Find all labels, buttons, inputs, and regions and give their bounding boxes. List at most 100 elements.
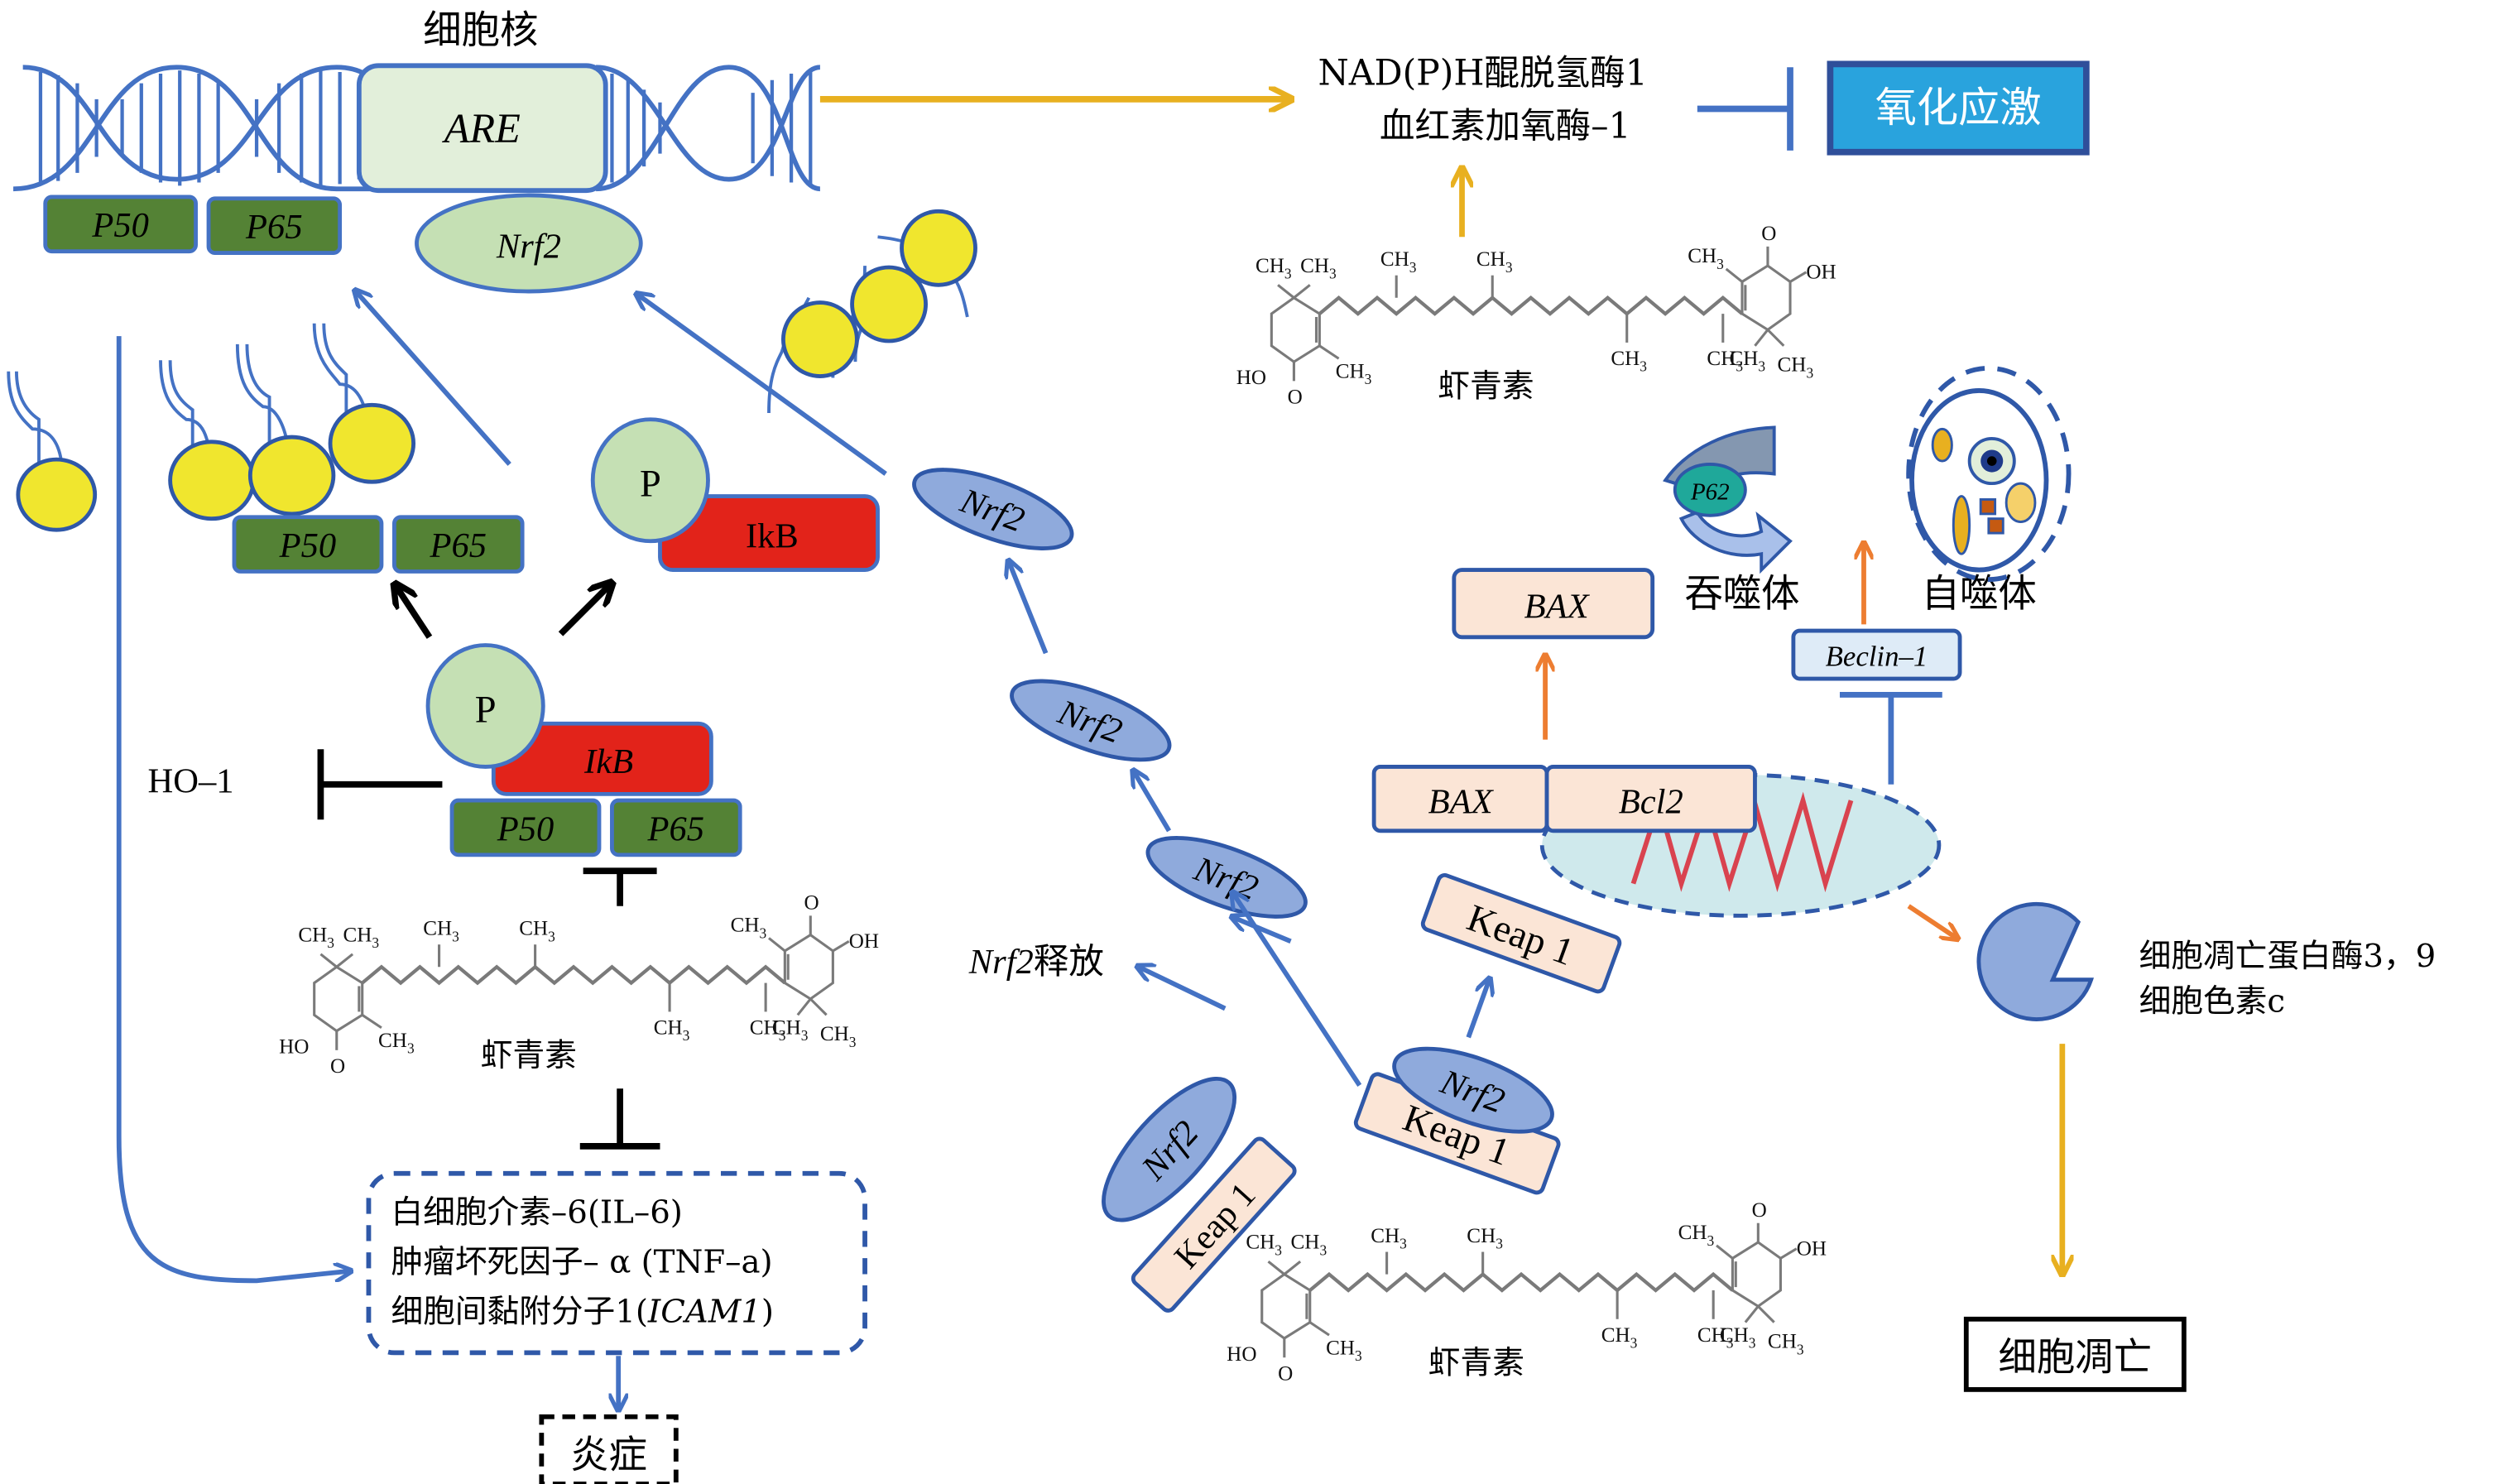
phospholipid-heads (16, 209, 977, 532)
ch3-label: CH3 (731, 915, 767, 942)
bax-box-top (1452, 568, 1655, 640)
apoptosis-outcome-box (1963, 1316, 2187, 1392)
nrf2-free-3: Nrf2 (1145, 836, 1308, 919)
ch3-label: CH3 (1697, 1324, 1734, 1352)
cytokine-icam1: 细胞间黏附分子1(ICAM1) (391, 1294, 774, 1331)
ch3-label: CH3 (423, 918, 459, 945)
orange-arrow-to-caspase (1907, 904, 1956, 939)
bcl2-label: Bcl2 (1619, 783, 1683, 822)
free-ikb-label: IkB (746, 516, 799, 555)
arrow-nrf2-release (1139, 967, 1227, 1011)
complex-ikb-label: IkB (583, 742, 633, 781)
caspase-label: 细胞凋亡蛋白酶3，9 (2139, 938, 2437, 975)
caspase-pacman-icon (1976, 901, 2095, 1021)
molecule-bonds (313, 915, 850, 1050)
ch3-label: CH3 (298, 924, 334, 951)
beclin-label: Beclin–1 (1826, 641, 1928, 673)
ch3-label: CH3 (1300, 255, 1337, 282)
complex-p-circle (425, 643, 545, 769)
phagosome-label: 吞噬体 (1684, 571, 1799, 616)
p62-cycle: P62 (1663, 425, 1793, 574)
ch3-label: CH3 (1678, 1222, 1715, 1249)
mito-inhibit-beclin (1839, 692, 1942, 785)
bax-label-bottom: BAX (1428, 783, 1495, 822)
ch3-label: CH3 (1707, 348, 1743, 375)
apoptosis-outcome-label: 细胞凋亡 (1998, 1335, 2152, 1380)
ch3-label: CH3 (1256, 255, 1292, 282)
black-arrow-to-pikb (558, 584, 611, 636)
ch3-label: CH3 (1768, 1331, 1804, 1358)
ch3-label: CH3 (772, 1016, 809, 1044)
o-label: O (1752, 1199, 1767, 1222)
enzyme-nqo1-label: NAD(P)H醌脱氢酶1 (1318, 54, 1648, 94)
nrf2-release-label: Nrf2释放 (968, 942, 1104, 982)
ch3-label: CH3 (1467, 1225, 1503, 1252)
ch3-label: CH3 (1688, 245, 1724, 272)
ch3-label: CH3 (1720, 1324, 1756, 1352)
arrow-to-inflammation (116, 336, 350, 1284)
free-p50-box (232, 515, 384, 574)
free-p50-label: P50 (279, 526, 337, 565)
ch3-label: CH3 (820, 1023, 857, 1050)
inhibit-enzymes-oxidative (1697, 67, 1793, 151)
beclin-box (1791, 628, 1962, 681)
arrow-nrf2-3-to-2 (1134, 771, 1172, 833)
nucleus-nrf2-ellipse (415, 193, 643, 294)
ch3-label: CH3 (1291, 1232, 1328, 1259)
ho1-label: HO–1 (148, 761, 234, 800)
bax-label-top: BAX (1524, 588, 1591, 627)
ch3-label: CH3 (343, 924, 380, 951)
are-box (356, 63, 608, 194)
arrow-to-nucleus-2 (637, 295, 887, 476)
autophagosome-label: 自噬体 (1922, 571, 2037, 616)
nrf2-keap1-complex-2: Keap 1 Nrf2 (1353, 1046, 1561, 1195)
oh-label: OH (1806, 262, 1836, 284)
o-label: O (1278, 1362, 1293, 1385)
ch3-label: CH3 (1611, 348, 1647, 375)
mitochondrion-cristae (1630, 791, 1854, 893)
bcl2-box (1544, 765, 1757, 833)
oh-label: OH (849, 930, 879, 953)
o-label: O (804, 892, 819, 915)
ch3-label: CH3 (1326, 1337, 1362, 1364)
free-p65-label: P65 (429, 526, 487, 565)
ho1-inhibition (317, 749, 443, 820)
complex-p50-label: P50 (497, 809, 555, 848)
astaxanthin-inhibit-complex (583, 867, 657, 906)
molecule-bonds (1270, 246, 1808, 382)
ho-label: HO (279, 1036, 309, 1059)
complex-p65-box (610, 798, 742, 857)
complex-p65-label: P65 (647, 809, 705, 848)
ch3-label: CH3 (1730, 348, 1766, 375)
free-p-label: P (640, 463, 661, 506)
ch3-label: CH3 (1246, 1232, 1282, 1259)
ho-label: HO (1227, 1343, 1256, 1366)
ch3-label: CH3 (1601, 1324, 1638, 1352)
cytokine-il6: 白细胞介素–6(IL–6) (391, 1194, 683, 1232)
astaxanthin-name: 虾青素 (1438, 368, 1534, 406)
oxidative-stress-box (1827, 60, 2090, 156)
arrow-complex-to-nrf2 (1233, 893, 1362, 1087)
o-label: O (1761, 223, 1776, 245)
nrf2-keap1-complex-1: Keap 1 Nrf2 (1102, 1076, 1297, 1313)
cytokine-tnf: 肿瘤坏死因子– α (TNF–a) (391, 1244, 773, 1281)
oxidative-stress-label: 氧化应激 (1875, 83, 2042, 132)
o-label: O (330, 1055, 345, 1078)
inflammation-outcome-box (539, 1414, 679, 1484)
enzyme-ho1-label: 血红素加氧酶–1 (1380, 106, 1631, 146)
ch3-label: CH3 (519, 918, 555, 945)
astaxanthin-name: 虾青素 (1428, 1345, 1524, 1382)
ch3-label: CH3 (1476, 248, 1513, 276)
nucleus-p50-label: P50 (91, 206, 149, 245)
ch3-label: CH3 (1380, 248, 1417, 276)
ch3-label: CH3 (378, 1030, 415, 1057)
nrf2-free-2: Nrf2 (1010, 679, 1172, 762)
cytochrome-c-label: 细胞色素c (2139, 982, 2285, 1020)
black-arrow-to-p50p65 (396, 586, 433, 639)
inflammation-outcome-label: 炎症 (570, 1433, 647, 1477)
astaxanthin-name: 虾青素 (481, 1037, 577, 1074)
ch3-label: CH3 (654, 1016, 690, 1044)
